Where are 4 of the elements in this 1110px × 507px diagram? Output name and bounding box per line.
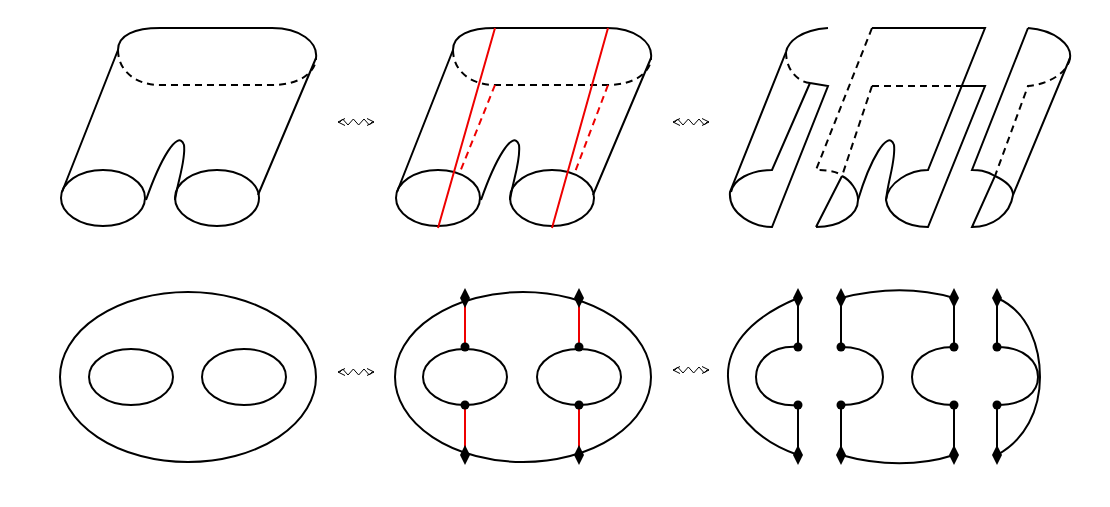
squiggly-arrow	[672, 366, 710, 374]
squiggly-arrow	[337, 118, 375, 126]
squiggly-arrow	[672, 118, 710, 126]
squiggly-arrow	[337, 368, 375, 376]
